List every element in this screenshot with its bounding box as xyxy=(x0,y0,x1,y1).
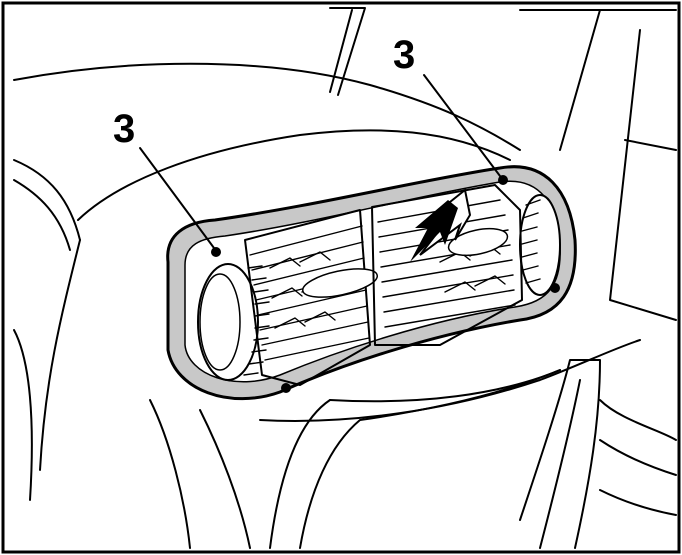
screw-right-lower xyxy=(550,283,560,293)
left-thumbwheel xyxy=(197,263,270,381)
callout-number-left: 3 xyxy=(113,107,135,151)
right-thumbwheel xyxy=(519,194,561,296)
cabin-background-lines xyxy=(329,7,677,321)
callout-leader-right xyxy=(423,74,501,177)
left-louver-grille xyxy=(244,209,379,386)
callout-leader-left xyxy=(139,147,215,249)
screw-left-lower xyxy=(281,383,291,393)
callout-number-right: 3 xyxy=(393,33,415,77)
console-compartment xyxy=(269,359,677,549)
screw-left-upper xyxy=(211,247,221,257)
removal-direction-arrow xyxy=(410,188,472,262)
screw-right-upper xyxy=(498,175,508,185)
